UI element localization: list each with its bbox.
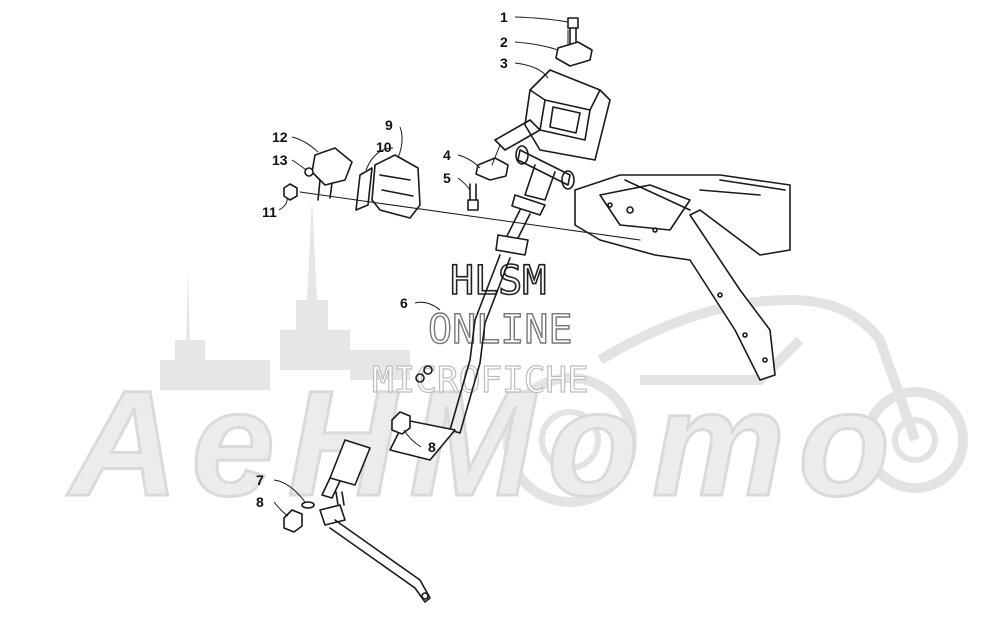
callout-3: 3	[500, 55, 508, 71]
part-steering-post-top	[494, 119, 575, 216]
callout-9: 9	[385, 117, 393, 133]
part-nut-8-lower	[283, 509, 303, 533]
part-cover-9	[371, 154, 421, 219]
callout-8-upper: 8	[428, 439, 436, 455]
part-bolt-1	[567, 17, 579, 45]
callout-12: 12	[272, 129, 288, 145]
part-bolt-5	[467, 183, 479, 211]
callout-labels: 1 2 3 4 5 6 7 8 8 9 10 11 12 13	[256, 9, 508, 510]
callout-10: 10	[376, 139, 392, 155]
part-steering-arm	[319, 491, 431, 603]
part-screw-13	[304, 167, 314, 177]
callout-1: 1	[500, 9, 508, 25]
callout-11: 11	[262, 204, 277, 220]
callout-8-lower: 8	[256, 494, 264, 510]
assembly-lines	[299, 29, 641, 241]
parts-drawing	[283, 17, 791, 603]
skyline-silhouette	[160, 200, 410, 390]
part-handlebar-block-3	[524, 69, 611, 161]
callout-6: 6	[400, 295, 408, 311]
part-clamp-4	[475, 157, 509, 181]
part-nut-11	[283, 183, 298, 201]
part-clamp-cap-2	[555, 41, 593, 67]
part-nut-8-upper	[391, 411, 411, 435]
watermark-hlsm: HLSM	[450, 258, 546, 304]
callout-4: 4	[443, 147, 451, 163]
callout-13: 13	[272, 152, 288, 168]
brand-watermark: AeHMoтo	[66, 359, 890, 527]
callout-7: 7	[256, 472, 264, 488]
watermark-microfiche: MICROFICHE	[372, 360, 589, 401]
callout-5: 5	[443, 170, 451, 186]
callout-2: 2	[500, 34, 508, 50]
part-mount-12	[311, 147, 353, 201]
leader-lines	[273, 16, 569, 517]
part-washer-7	[301, 501, 315, 509]
frame-tube	[574, 174, 791, 381]
part-bracket-10	[355, 167, 373, 211]
watermark: AeHMoтo HLSM ONLINE MICROFICHE	[65, 200, 968, 529]
watermark-online: ONLINE	[428, 307, 573, 353]
